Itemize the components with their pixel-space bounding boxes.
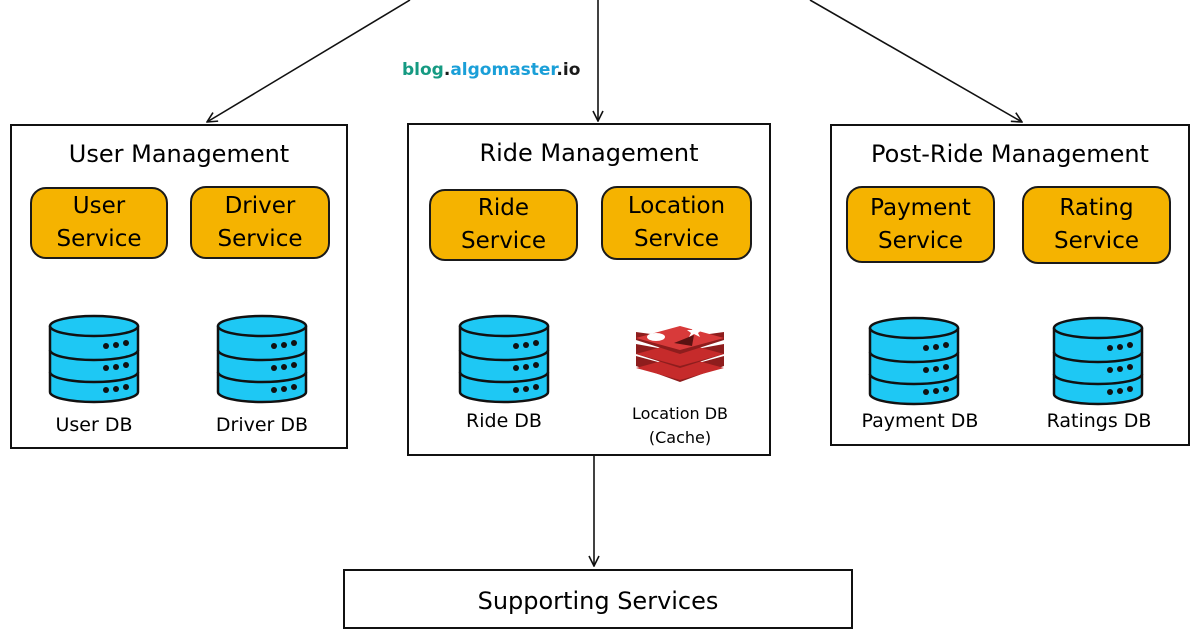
ride-service-node[interactable]: Ride Service: [429, 189, 578, 261]
driver-db-label: Driver DB: [215, 414, 309, 436]
watermark-part: algomaster: [450, 60, 557, 80]
watermark-part: io: [562, 60, 581, 80]
user-db-label: User DB: [55, 414, 133, 436]
driver-service-node[interactable]: Driver Service: [190, 186, 330, 259]
redis-cache-icon: [634, 322, 726, 392]
payment-service-node[interactable]: Payment Service: [846, 186, 995, 263]
database-icon: [1052, 316, 1144, 406]
user-service-node[interactable]: User Service: [30, 187, 168, 259]
payment-db-label: Payment DB: [861, 410, 979, 432]
service-label: Location Service: [627, 193, 726, 252]
arrow-to-user-management: [207, 0, 411, 122]
watermark-dot: .: [556, 60, 563, 80]
service-label: Payment Service: [870, 194, 971, 254]
group-title: Post-Ride Management: [871, 140, 1149, 168]
watermark-logo: blog.algomaster.io: [402, 60, 580, 80]
database-icon: [458, 314, 550, 404]
service-label: User Service: [56, 193, 142, 252]
group-title: Ride Management: [479, 139, 699, 167]
service-label: Rating Service: [1053, 195, 1139, 254]
group-title: Supporting Services: [477, 587, 719, 615]
watermark-dot: .: [443, 60, 451, 80]
rating-service-node[interactable]: Rating Service: [1022, 186, 1171, 264]
supporting-services-box: Supporting Services: [343, 569, 853, 629]
location-db-label: Location DB (Cache): [631, 404, 729, 447]
database-icon: [868, 316, 960, 406]
ride-db-label: Ride DB: [466, 410, 542, 432]
arrow-to-post-ride-management: [809, 0, 1022, 122]
ratings-db-label: Ratings DB: [1046, 410, 1152, 432]
group-title: User Management: [68, 140, 290, 168]
ride-management-box: Ride Management: [407, 123, 771, 456]
database-icon: [216, 314, 308, 404]
location-service-node[interactable]: Location Service: [601, 186, 752, 260]
database-icon: [48, 314, 140, 404]
watermark-part: blog: [402, 60, 444, 80]
service-label: Driver Service: [217, 192, 303, 252]
service-label: Ride Service: [460, 195, 546, 254]
